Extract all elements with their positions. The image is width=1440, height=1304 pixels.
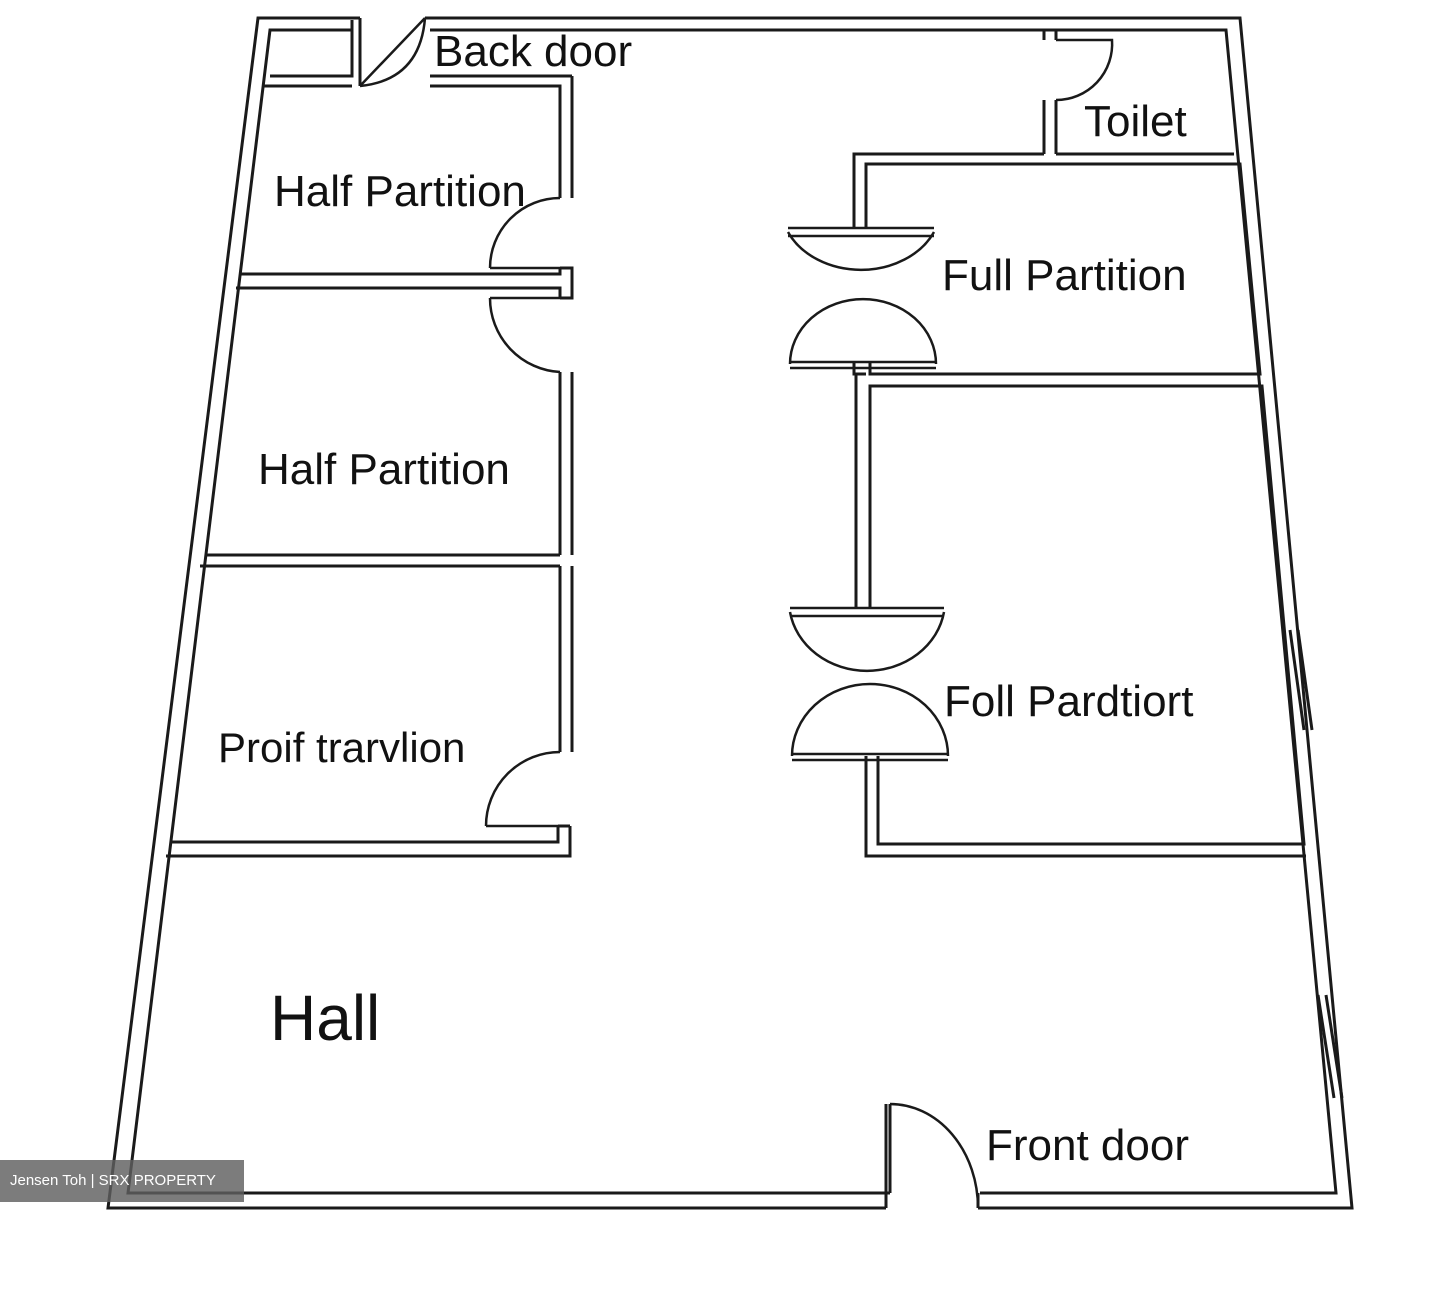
left-door-swings [484, 196, 561, 828]
front-door-swing [884, 1102, 980, 1209]
back-door-swing [359, 17, 427, 88]
back-door-label: Back door [434, 27, 632, 76]
outer-wall-line [425, 16, 1354, 1210]
outer-wall-line [106, 16, 886, 1210]
watermark: Jensen Toh | SRX PROPERTY [0, 1160, 244, 1202]
half-partition-label: Half Partition [258, 445, 510, 494]
left-rooms-walls [166, 74, 574, 858]
closet-walls [270, 18, 362, 86]
front-door-label: Front door [986, 1121, 1189, 1170]
half-partition-label: Proif trarvlion [218, 724, 465, 771]
right-rooms-walls [852, 30, 1344, 1099]
outer-wall-inner-line [430, 28, 1338, 1195]
outer-wall-inner-line [126, 28, 890, 1195]
toilet-label: Toilet [1084, 97, 1187, 146]
hall-label: Hall [270, 982, 380, 1054]
outer-walls [106, 16, 1354, 1210]
right-door-swings [786, 38, 1114, 762]
half-partition-label: Half Partition [274, 167, 526, 216]
full-partition-label: Foll Pardtiort [944, 677, 1193, 726]
full-partition-label: Full Partition [942, 251, 1187, 300]
